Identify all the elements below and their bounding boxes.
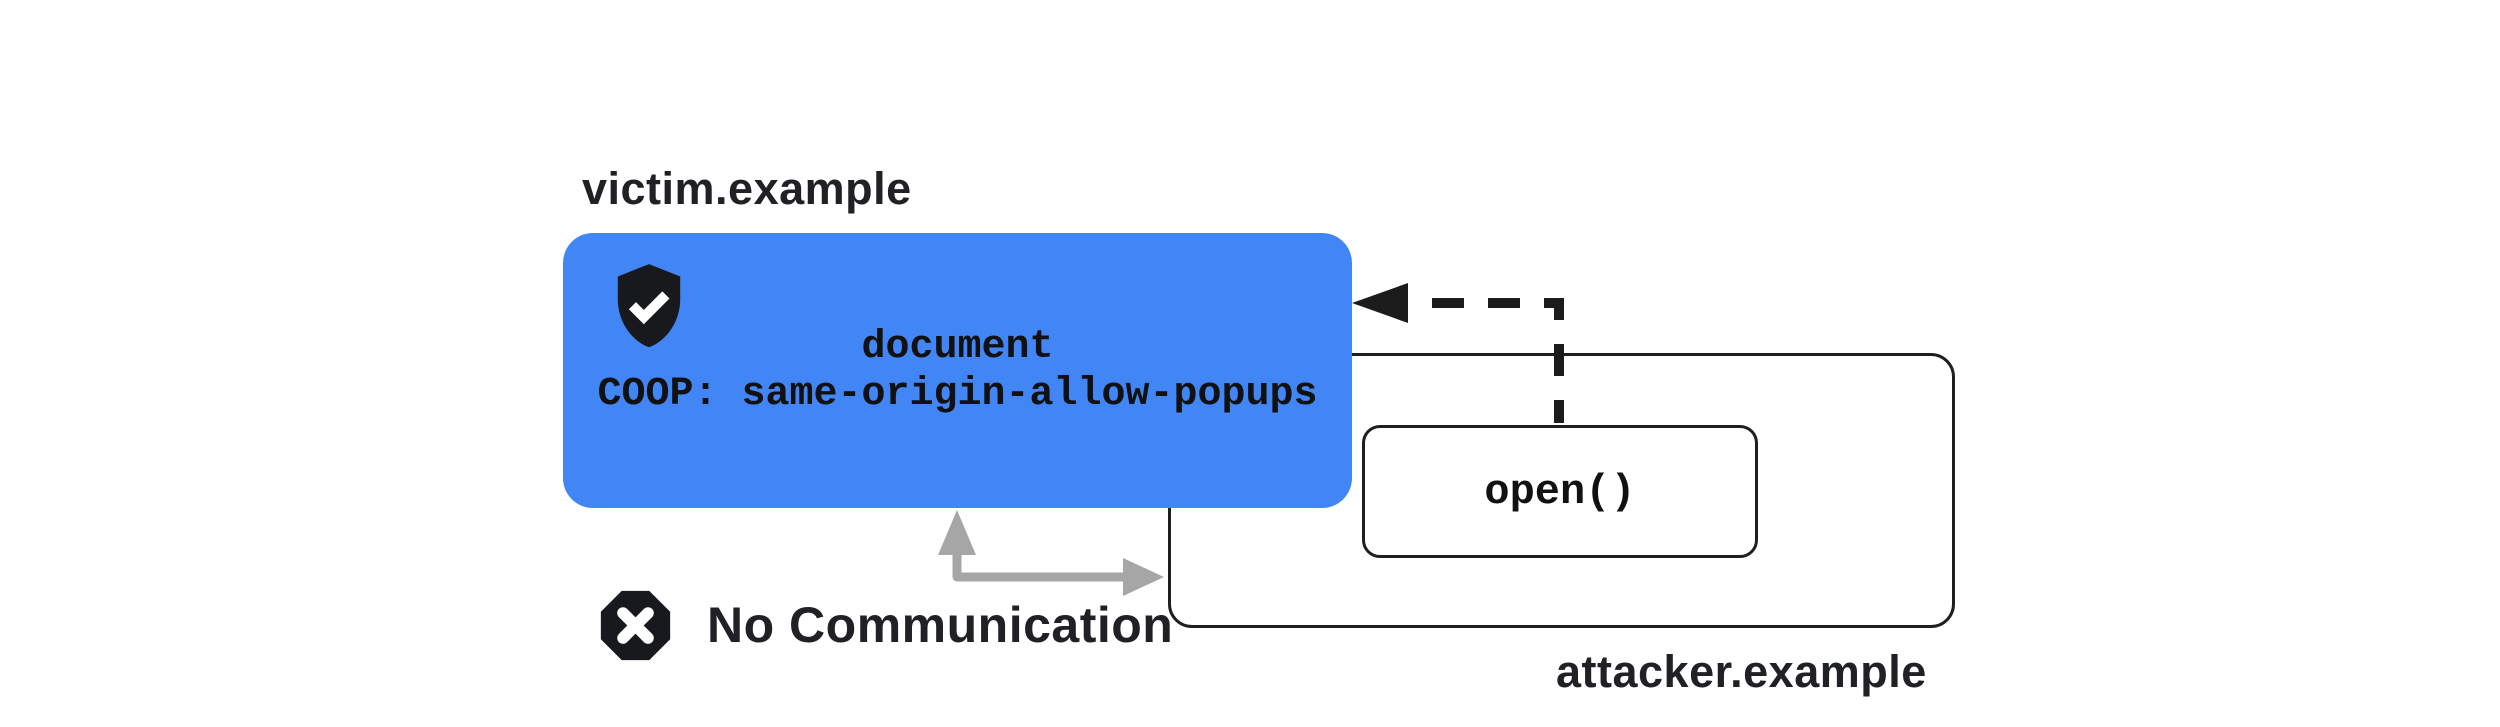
blocked-arrow-head-up [938,510,976,555]
victim-document-box: document COOP: same-origin-allow-popups [563,233,1352,508]
victim-document-text: document COOP: same-origin-allow-popups [563,233,1352,508]
document-label: document [861,324,1054,370]
open-call-label: open() [1484,467,1636,516]
victim-domain-label: victim.example [582,163,912,214]
shield-check-icon [617,264,681,348]
crossed-octagon-icon [600,590,671,660]
coop-header-label: COOP: same-origin-allow-popups [597,371,1318,417]
open-call-box: open() [1362,425,1758,558]
no-communication-row: No Communication [597,586,1173,664]
no-communication-label: No Communication [707,597,1174,653]
blocked-arrow-path [952,552,1124,582]
x-mark [617,606,654,644]
dashed-arrow-head-left [1352,283,1408,323]
attacker-domain-label: attacker.example [1556,646,1927,697]
gray-blocked-arrow [938,510,1164,596]
check-mark [628,291,670,325]
